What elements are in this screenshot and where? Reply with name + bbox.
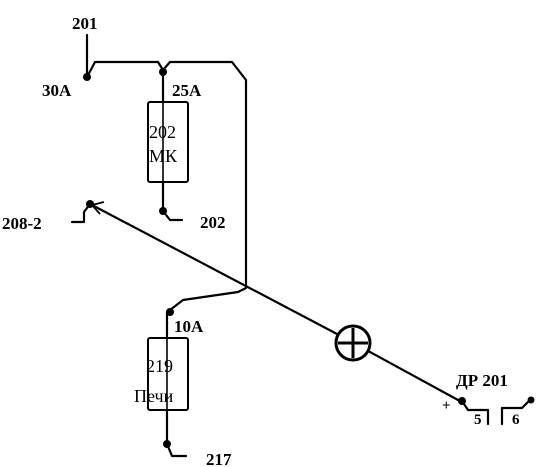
wire-lamp-to-relay bbox=[368, 350, 460, 402]
label-relay-name: ДР 201 bbox=[456, 371, 508, 390]
label-fuse-202-name: МК bbox=[149, 146, 178, 166]
wire-top-bus bbox=[85, 60, 248, 312]
node-relay-out bbox=[527, 396, 535, 404]
wire-208-2-stub bbox=[70, 202, 92, 224]
label-10a: 10A bbox=[174, 317, 204, 336]
label-fuse-202-number: 202 bbox=[149, 122, 176, 142]
label-wire-217: 217 bbox=[206, 450, 232, 467]
arrow-head-208-2 bbox=[90, 201, 105, 215]
label-wire-201: 201 bbox=[72, 14, 98, 33]
label-fuse-219-name: Печи bbox=[134, 386, 174, 406]
label-relay-contact-6: 6 bbox=[512, 412, 520, 428]
label-25a: 25A bbox=[172, 81, 202, 100]
wire-relay-contacts bbox=[460, 399, 490, 426]
wire-208-2-to-lamp bbox=[90, 203, 339, 336]
label-30a: 30A bbox=[42, 81, 72, 100]
circled-plus-icon bbox=[334, 324, 372, 362]
label-fuse-219-number: 219 bbox=[146, 356, 173, 376]
label-wire-202-out: 202 bbox=[200, 213, 226, 232]
label-relay-contact-5: 5 bbox=[474, 412, 482, 428]
wire-217-stub bbox=[165, 442, 188, 458]
fuse-202 bbox=[147, 101, 189, 183]
label-relay-plus: + bbox=[442, 398, 451, 414]
label-208-2: 208-2 bbox=[2, 214, 42, 233]
wire-202-stub bbox=[161, 209, 184, 222]
wire-relay-out bbox=[500, 398, 532, 410]
